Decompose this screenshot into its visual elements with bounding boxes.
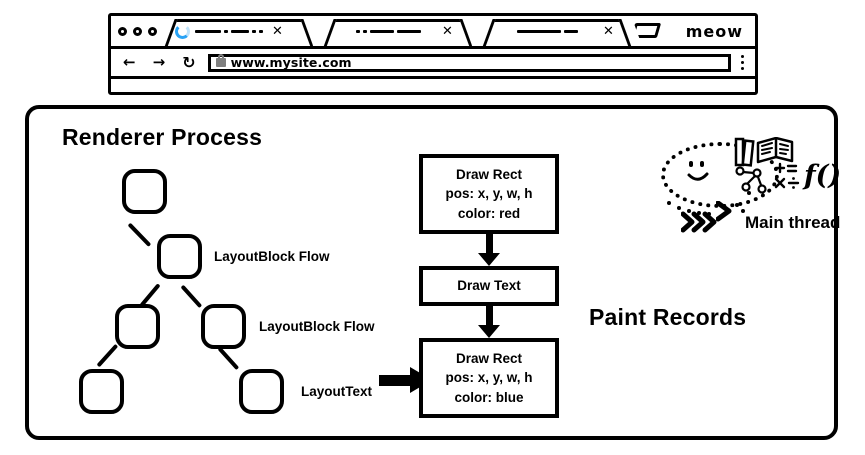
down-arrow-icon-2 [478, 306, 500, 338]
page-title: Renderer Process [62, 124, 263, 150]
tree-node-block-2[interactable] [115, 304, 160, 349]
tree-node-text-1[interactable] [79, 369, 124, 414]
tree-label-layoutblock-flow-1: LayoutBlock Flow [214, 249, 330, 264]
tab-title-placeholder [356, 26, 421, 36]
trail-arrowhead-icon [716, 201, 732, 222]
paint-records-label: Paint Records [589, 304, 747, 330]
window-minimize-dot[interactable] [133, 26, 142, 36]
tree-edge [217, 346, 240, 371]
window-maximize-dot[interactable] [148, 26, 157, 36]
window-controls [118, 26, 157, 36]
main-thread-label: Main thread [745, 213, 841, 232]
url-input[interactable]: www.mysite.com [207, 53, 731, 72]
paint-record-line: pos: x, y, w, h [445, 370, 533, 386]
page-viewport [111, 79, 755, 92]
reload-icon[interactable]: ↻ [182, 52, 196, 72]
tab-close-icon[interactable]: ✕ [603, 23, 614, 39]
paint-record-line: Draw Rect [455, 167, 523, 183]
browser-tab-3[interactable]: ✕ [470, 17, 644, 46]
down-arrow-icon-1 [478, 234, 500, 266]
paint-record-line: Draw Text [457, 278, 521, 294]
math-symbols-icon [774, 162, 800, 189]
browser-brand-label: meow [685, 21, 743, 41]
tree-node-block-3[interactable] [201, 304, 246, 349]
tab-favicon-loading-spinner-icon [175, 23, 190, 39]
tab-close-icon[interactable]: ✕ [272, 23, 283, 39]
tree-node-block-1[interactable] [157, 234, 202, 279]
paint-record-box-1[interactable]: Draw Rect pos: x, y, w, h color: red [419, 154, 559, 234]
paint-record-box-2[interactable]: Draw Text [419, 266, 559, 306]
books-icon [734, 137, 755, 167]
open-book-icon [756, 136, 794, 164]
tree-node-root[interactable] [122, 169, 167, 214]
browser-tab-2[interactable]: ✕ [311, 17, 485, 46]
padlock-icon [215, 54, 226, 67]
tree-node-text-2[interactable] [239, 369, 284, 414]
layout-tree: LayoutBlock Flow LayoutBlock Flow Layout… [79, 164, 419, 414]
tab-title-placeholder [517, 26, 578, 36]
tree-edge [180, 284, 203, 309]
browser-window: ✕ ✕ ✕ [108, 13, 758, 95]
tab-close-icon[interactable]: ✕ [442, 23, 453, 39]
url-text: www.mysite.com [230, 55, 352, 70]
node-tree-icon [735, 166, 767, 194]
tree-label-layoutblock-flow-2: LayoutBlock Flow [259, 319, 375, 334]
tab-background [328, 18, 468, 46]
tree-edge [127, 222, 152, 247]
doodle-icons-group: f() [732, 136, 857, 209]
svg-text:f(): f() [802, 160, 841, 191]
main-thread-group: f() Main thread [659, 136, 859, 239]
browser-toolbar: ← → ↻ www.mysite.com [111, 49, 755, 79]
function-fx-icon: f() [802, 160, 841, 191]
back-icon[interactable]: ← [123, 53, 136, 71]
tree-label-layouttext: LayoutText [301, 384, 373, 399]
browser-tab-1[interactable]: ✕ [152, 17, 326, 46]
forward-icon[interactable]: → [152, 53, 166, 71]
kebab-menu-icon[interactable] [741, 55, 744, 70]
paint-record-line: color: blue [454, 389, 524, 405]
renderer-process-panel: Renderer Process LayoutBlock Flow Layout… [25, 105, 841, 440]
window-close-dot[interactable] [118, 26, 127, 36]
chevron-arrows-icon [680, 211, 731, 233]
paint-record-line: color: red [457, 205, 521, 221]
tab-title-placeholder [195, 26, 263, 36]
tab-strip: ✕ ✕ ✕ [111, 16, 755, 49]
paint-record-line: Draw Rect [455, 351, 523, 367]
tree-edge [96, 343, 119, 368]
smiley-face-icon [685, 161, 719, 187]
paint-record-box-3[interactable]: Draw Rect pos: x, y, w, h color: blue [419, 338, 559, 418]
paint-record-line: pos: x, y, w, h [445, 186, 533, 202]
